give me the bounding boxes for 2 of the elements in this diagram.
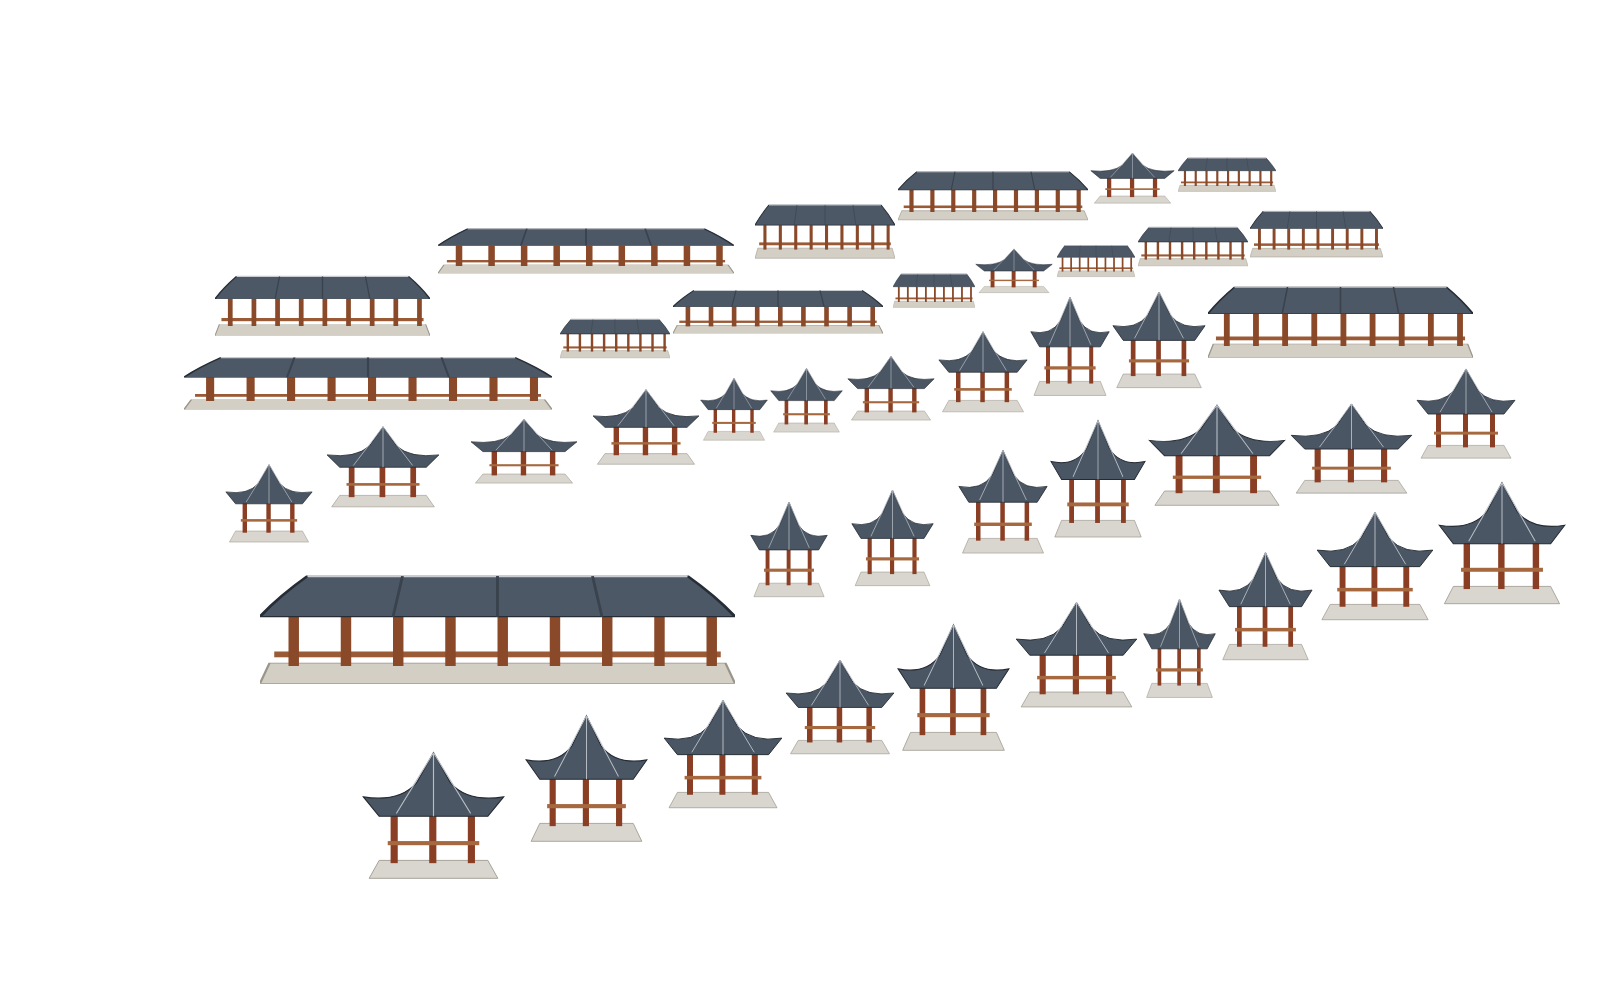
pavilion-drawing — [1090, 152, 1175, 207]
pavilion-drawing — [975, 248, 1053, 296]
